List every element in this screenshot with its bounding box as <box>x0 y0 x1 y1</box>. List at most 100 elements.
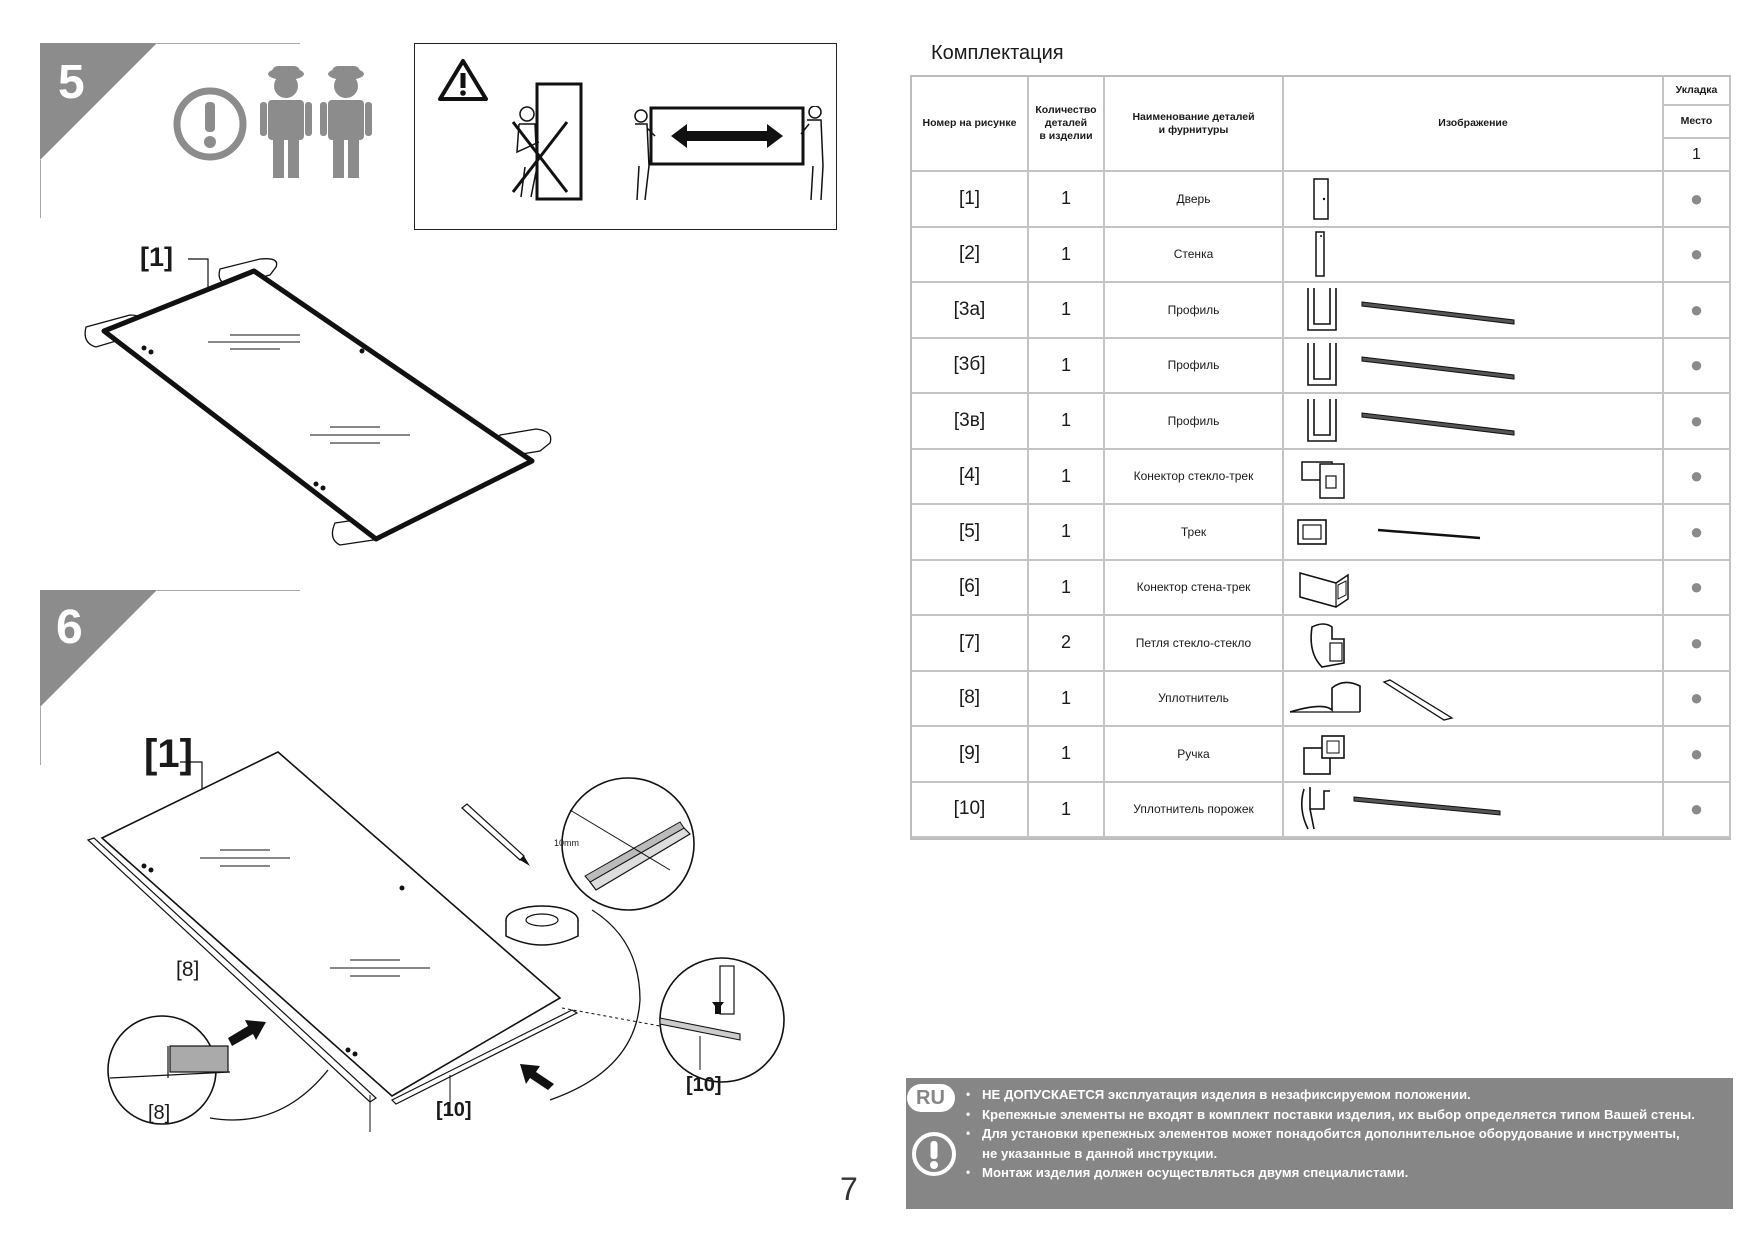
row-qty: 1 <box>1029 727 1105 783</box>
header-name-line2: и фурнитуры <box>1158 123 1229 136</box>
row-packing-dot-text: ● <box>1689 574 1704 600</box>
row-packing-dot-text: ● <box>1689 463 1704 489</box>
row-image <box>1284 338 1664 394</box>
row-packing-dot: ● <box>1664 394 1731 450</box>
row-name: Трек <box>1105 505 1284 561</box>
row-number-text: [5] <box>958 520 981 542</box>
row-packing-dot: ● <box>1664 227 1731 283</box>
row-qty-text: 1 <box>1060 743 1071 764</box>
row-qty: 1 <box>1029 505 1105 561</box>
row-packing-dot-text: ● <box>1689 352 1704 378</box>
row-name: Уплотнитель порожек <box>1105 782 1284 838</box>
header-qty-line3: в изделии <box>1039 130 1093 142</box>
row-name: Петля стекло-стекло <box>1105 616 1284 672</box>
row-qty: 1 <box>1029 449 1105 505</box>
row-qty: 1 <box>1029 394 1105 450</box>
row-packing-dot: ● <box>1664 727 1731 783</box>
step5-badge <box>40 43 300 218</box>
row-number: [6] <box>912 560 1029 616</box>
row-packing-dot: ● <box>1664 449 1731 505</box>
correct-carry-illustration <box>634 106 824 201</box>
part1-label-step5: [1] <box>140 242 173 272</box>
handling-warning-box <box>414 43 837 230</box>
row-name-text: Дверь <box>1176 191 1211 206</box>
header-packing-text: Укладка <box>1675 84 1718 96</box>
table-title: Комплектация <box>931 42 1064 64</box>
row-name-text: Ручка <box>1177 746 1210 761</box>
row-name-text: Профиль <box>1167 413 1220 428</box>
row-number-text: [10] <box>953 798 986 820</box>
door-icon <box>1313 178 1329 220</box>
header-image: Изображение <box>1284 77 1664 172</box>
row-number: [9] <box>912 727 1029 783</box>
row-image <box>1284 727 1664 783</box>
row-image <box>1284 505 1664 561</box>
notice-line-3: Для установки крепежных элементов может … <box>982 1126 1680 1141</box>
row-number: [3а] <box>912 283 1029 339</box>
profile-icon <box>1307 287 1515 331</box>
row-image <box>1284 671 1664 727</box>
part10-label-b: [10] <box>686 1074 722 1096</box>
row-packing-dot-text: ● <box>1689 685 1704 711</box>
row-packing-dot-text: ● <box>1689 241 1704 267</box>
row-qty: 1 <box>1029 283 1105 339</box>
row-number-text: [4] <box>958 465 981 487</box>
row-packing-dot: ● <box>1664 782 1731 838</box>
row-name: Уплотнитель <box>1105 671 1284 727</box>
hinge-icon <box>1310 622 1345 668</box>
profile-icon <box>1307 398 1515 442</box>
step6-badge <box>40 590 300 765</box>
row-qty-text: 1 <box>1060 243 1071 264</box>
header-number-text: Номер на рисунке <box>922 117 1017 129</box>
row-qty-text: 1 <box>1060 521 1071 542</box>
row-name: Профиль <box>1105 283 1284 339</box>
row-qty-text: 1 <box>1060 465 1071 486</box>
wall-track-connector-icon <box>1299 572 1349 609</box>
row-image <box>1284 449 1664 505</box>
notice-bullet-5: • <box>966 1165 971 1179</box>
row-packing-dot-text: ● <box>1689 185 1704 211</box>
header-qty: Количество деталей в изделии <box>1029 77 1105 172</box>
row-qty-text: 2 <box>1060 632 1071 653</box>
row-packing-dot: ● <box>1664 616 1731 672</box>
header-image-text: Изображение <box>1438 117 1508 129</box>
row-number: [5] <box>912 505 1029 561</box>
row-number: [10] <box>912 782 1029 838</box>
header-place-number-text: 1 <box>1692 145 1701 163</box>
notice-line-4: не указанные в данной инструкции. <box>982 1146 1218 1161</box>
notice-bullet-3: • <box>966 1126 971 1140</box>
row-packing-dot: ● <box>1664 671 1731 727</box>
row-number-text: [2] <box>958 243 981 265</box>
row-image <box>1284 227 1664 283</box>
row-image <box>1284 560 1664 616</box>
parts-table: Номер на рисунке Количество деталей в из… <box>910 75 1731 840</box>
row-name: Профиль <box>1105 338 1284 394</box>
row-name-text: Трек <box>1180 524 1207 539</box>
row-qty-text: 1 <box>1060 354 1071 375</box>
row-number: [3в] <box>912 394 1029 450</box>
row-number-text: [8] <box>958 687 981 709</box>
notice-lang: RU <box>916 1087 945 1109</box>
row-packing-dot: ● <box>1664 338 1731 394</box>
row-image <box>1284 394 1664 450</box>
profile-icon <box>1307 343 1515 387</box>
track-icon <box>1297 518 1481 545</box>
step5-number: 5 <box>58 56 85 109</box>
seal-icon <box>1289 679 1454 721</box>
row-number-text: [7] <box>958 631 981 653</box>
header-place: Место <box>1664 106 1731 139</box>
notice-line-1: НЕ ДОПУСКАЕТСЯ эксплуатация изделия в не… <box>982 1087 1471 1102</box>
row-packing-dot-text: ● <box>1689 796 1704 822</box>
row-packing-dot: ● <box>1664 505 1731 561</box>
glass-track-connector-icon <box>1301 461 1345 499</box>
row-name-text: Конектор стена-трек <box>1136 580 1251 595</box>
wall-panel-icon <box>1315 231 1325 277</box>
notice-line-5: Монтаж изделия должен осуществляться дву… <box>982 1165 1409 1180</box>
row-number-text: [3в] <box>953 409 986 431</box>
row-packing-dot: ● <box>1664 560 1731 616</box>
row-image <box>1284 616 1664 672</box>
row-qty: 1 <box>1029 671 1105 727</box>
header-name: Наименование деталей и фурнитуры <box>1105 77 1284 172</box>
row-qty-text: 1 <box>1060 576 1071 597</box>
row-image <box>1284 172 1664 228</box>
